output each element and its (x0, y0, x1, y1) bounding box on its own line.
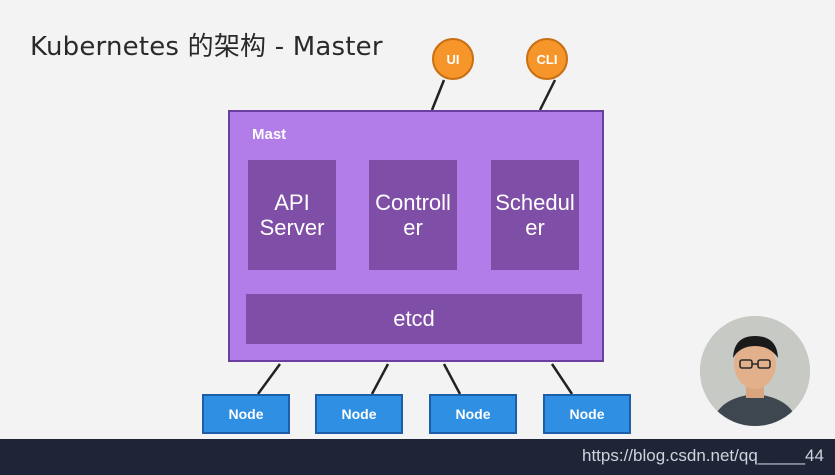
master-box: Mast API Server Controll er Schedul er e… (228, 110, 604, 362)
controller-box: Controll er (369, 160, 457, 270)
connector-cli-master (538, 79, 557, 111)
scheduler-label-line2: er (525, 215, 545, 240)
bottom-bar (0, 439, 835, 475)
slide-title: Kubernetes 的架构 - Master (30, 32, 383, 62)
scheduler-box: Schedul er (491, 160, 579, 270)
connector-node-2 (370, 363, 390, 395)
presenter-portrait-icon (700, 316, 810, 426)
master-label: Mast (252, 126, 287, 143)
watermark-text: https://blog.csdn.net/qq_____44 (582, 446, 824, 465)
connector-node-3 (442, 363, 462, 395)
scheduler-label-line1: Schedul (495, 190, 575, 215)
node-box-3: Node (429, 394, 517, 434)
connector-node-4 (550, 363, 574, 395)
etcd-label: etcd (393, 306, 435, 331)
api-server-label-line2: Server (259, 215, 325, 240)
cli-client-label: CLI (536, 51, 558, 67)
api-server-box: API Server (248, 160, 336, 270)
node-label-4: Node (569, 406, 605, 422)
api-server-label-line1: API (274, 190, 310, 215)
ui-client-label: UI (446, 51, 460, 67)
controller-label-line1: Controll (375, 190, 451, 215)
node-box-2: Node (315, 394, 403, 434)
node-box-4: Node (543, 394, 631, 434)
controller-label-line2: er (403, 215, 423, 240)
node-label-3: Node (455, 406, 491, 422)
etcd-box: etcd (246, 294, 582, 344)
ui-client-circle: UI (432, 38, 474, 80)
connector-node-1 (256, 363, 282, 395)
cli-client-circle: CLI (526, 38, 568, 80)
node-box-1: Node (202, 394, 290, 434)
presenter-avatar (700, 316, 810, 426)
node-label-2: Node (341, 406, 377, 422)
connector-ui-master (430, 79, 446, 111)
node-label-1: Node (228, 406, 264, 422)
